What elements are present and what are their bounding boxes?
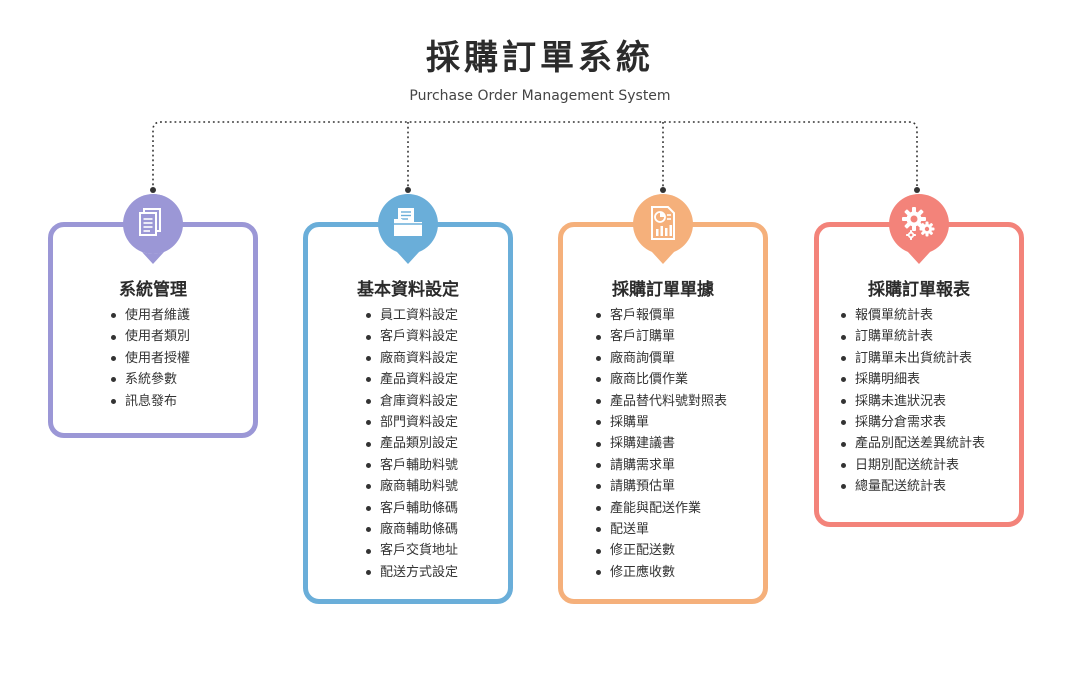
list-item: 員工資料設定 (366, 305, 458, 326)
page-subtitle: Purchase Order Management System (409, 88, 671, 104)
card-title: 採購訂單報表 (868, 280, 970, 300)
card-title: 系統管理 (119, 280, 187, 300)
list-item: 採購未進狀況表 (841, 391, 985, 412)
list-item: 客戶訂購單 (596, 326, 727, 347)
list-item: 日期別配送統計表 (841, 455, 985, 476)
card-basic-data-settings: 基本資料設定 員工資料設定 客戶資料設定 廠商資料設定 產品資料設定 倉庫資料設… (303, 222, 513, 604)
list-item: 使用者授權 (111, 348, 190, 369)
card-title: 採購訂單單據 (612, 280, 714, 300)
page-title: 採購訂單系統 (426, 38, 654, 78)
list-item: 訊息發布 (111, 391, 190, 412)
list-item: 訂購單統計表 (841, 326, 985, 347)
list-item: 使用者維護 (111, 305, 190, 326)
list-item: 採購分倉需求表 (841, 412, 985, 433)
folder-icon (378, 194, 438, 264)
list-item: 產品別配送差異統計表 (841, 433, 985, 454)
list-item: 客戶交貨地址 (366, 540, 458, 561)
list-item: 客戶資料設定 (366, 326, 458, 347)
list-item: 採購單 (596, 412, 727, 433)
list-item: 廠商詢價單 (596, 348, 727, 369)
item-list: 客戶報價單 客戶訂購單 廠商詢價單 廠商比價作業 產品替代料號對照表 採購單 採… (596, 305, 727, 583)
list-item: 產品資料設定 (366, 369, 458, 390)
list-item: 倉庫資料設定 (366, 391, 458, 412)
list-item: 產品類別設定 (366, 433, 458, 454)
list-item: 客戶輔助條碼 (366, 498, 458, 519)
list-item: 配送單 (596, 519, 727, 540)
connector-lines (150, 121, 920, 193)
item-list: 報價單統計表 訂購單統計表 訂購單未出貨統計表 採購明細表 採購未進狀況表 採購… (841, 305, 985, 498)
list-item: 產能與配送作業 (596, 498, 727, 519)
list-item: 配送方式設定 (366, 562, 458, 583)
list-item: 廠商輔助條碼 (366, 519, 458, 540)
list-item: 修正應收數 (596, 562, 727, 583)
list-item: 報價單統計表 (841, 305, 985, 326)
list-item: 採購明細表 (841, 369, 985, 390)
list-item: 請購預估單 (596, 476, 727, 497)
report-icon (633, 194, 693, 264)
list-item: 廠商輔助料號 (366, 476, 458, 497)
list-item: 廠商比價作業 (596, 369, 727, 390)
gears-icon (889, 194, 949, 264)
list-item: 請購需求單 (596, 455, 727, 476)
list-item: 總量配送統計表 (841, 476, 985, 497)
list-item: 產品替代料號對照表 (596, 391, 727, 412)
list-item: 系統參數 (111, 369, 190, 390)
list-item: 客戶報價單 (596, 305, 727, 326)
card-purchase-order-documents: 採購訂單單據 客戶報價單 客戶訂購單 廠商詢價單 廠商比價作業 產品替代料號對照… (558, 222, 768, 604)
card-title: 基本資料設定 (357, 280, 459, 300)
list-item: 採購建議書 (596, 433, 727, 454)
list-item: 部門資料設定 (366, 412, 458, 433)
list-item: 客戶輔助料號 (366, 455, 458, 476)
document-icon (123, 194, 183, 264)
list-item: 訂購單未出貨統計表 (841, 348, 985, 369)
item-list: 員工資料設定 客戶資料設定 廠商資料設定 產品資料設定 倉庫資料設定 部門資料設… (366, 305, 458, 583)
list-item: 廠商資料設定 (366, 348, 458, 369)
card-purchase-order-reports: 採購訂單報表 報價單統計表 訂購單統計表 訂購單未出貨統計表 採購明細表 採購未… (814, 222, 1024, 527)
list-item: 修正配送數 (596, 540, 727, 561)
list-item: 使用者類別 (111, 326, 190, 347)
item-list: 使用者維護 使用者類別 使用者授權 系統參數 訊息發布 (111, 305, 190, 412)
